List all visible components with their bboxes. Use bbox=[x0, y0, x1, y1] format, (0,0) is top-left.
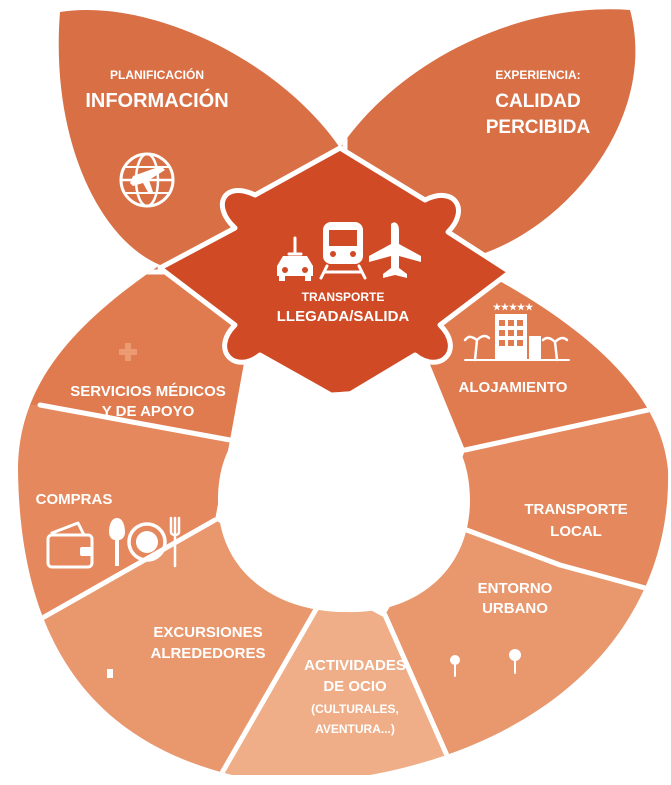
transporte-label: TRANSPORTE bbox=[302, 290, 385, 304]
globe-plane-icon bbox=[119, 152, 175, 208]
planificacion-label: PLANIFICACIÓN bbox=[110, 67, 204, 82]
experiencia-label: EXPERIENCIA: bbox=[495, 68, 580, 82]
excursiones-label: EXCURSIONES bbox=[153, 624, 262, 641]
trees-icon bbox=[450, 649, 615, 677]
local-label: LOCAL bbox=[550, 523, 602, 540]
piece-transporte-local bbox=[440, 405, 669, 595]
urbano-label: URBANO bbox=[482, 600, 548, 617]
excursiones-marker-icon bbox=[107, 669, 113, 678]
piece-transporte-center bbox=[157, 145, 513, 403]
medical-cross-icon bbox=[119, 343, 137, 361]
entorno-label: ENTORNO bbox=[478, 580, 553, 597]
culturales-label: (CULTURALES, bbox=[311, 702, 399, 716]
aventura-label: AVENTURA...) bbox=[315, 722, 395, 736]
percibida-label: PERCIBIDA bbox=[486, 117, 591, 138]
train-icon bbox=[319, 222, 367, 280]
llegada-salida-label: LLEGADA/SALIDA bbox=[277, 308, 410, 325]
de-ocio-label: DE OCIO bbox=[323, 678, 387, 695]
piece-actividades bbox=[215, 585, 460, 775]
alojamiento-label: ALOJAMIENTO bbox=[459, 379, 568, 396]
svg-text:★★★★★: ★★★★★ bbox=[493, 302, 534, 312]
piece-compras bbox=[18, 405, 230, 625]
hotel-palms-icon: ★★★★★ bbox=[463, 302, 570, 362]
compras-label: COMPRAS bbox=[36, 491, 113, 508]
center-hole bbox=[218, 391, 470, 613]
airplane-icon bbox=[369, 222, 421, 278]
calidad-label: CALIDAD bbox=[495, 91, 581, 112]
dining-icon bbox=[109, 516, 181, 568]
car-icon bbox=[277, 236, 313, 281]
transporte-local-label: TRANSPORTE bbox=[524, 501, 627, 518]
alrededores-label: ALREDEDORES bbox=[150, 645, 265, 662]
actividades-label: ACTIVIDADES bbox=[304, 657, 406, 674]
informacion-label: INFORMACIÓN bbox=[85, 88, 228, 112]
servicios-line2-label: Y DE APOYO bbox=[102, 403, 195, 420]
servicios-label: SERVICIOS MÉDICOS bbox=[70, 383, 226, 400]
wallet-icon bbox=[46, 521, 94, 569]
